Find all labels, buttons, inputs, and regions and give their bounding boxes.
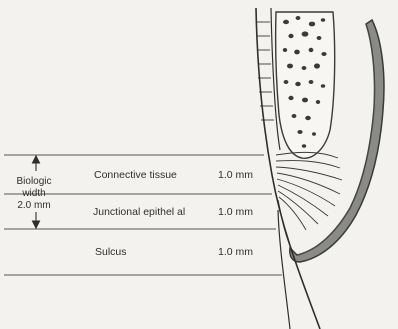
biologic-width-label-line3: 2.0 mm: [17, 200, 50, 211]
row-label-connective-tissue: Connective tissue: [94, 169, 177, 181]
biologic-width-label-line2: width: [21, 188, 45, 199]
row-label-sulcus: Sulcus: [95, 246, 127, 258]
row-value-sulcus: 1.0 mm: [218, 246, 253, 258]
row-value-connective-tissue: 1.0 mm: [218, 169, 253, 181]
row-label-junctional-epithelium: Junctional epithel al: [93, 206, 185, 218]
biologic-width-label-line1: Biologic: [16, 176, 51, 187]
row-value-junctional-epithelium: 1.0 mm: [218, 206, 253, 218]
